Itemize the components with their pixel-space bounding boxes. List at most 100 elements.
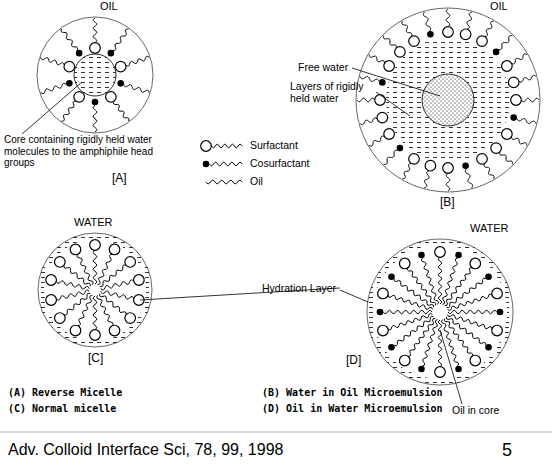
surfactant-head — [109, 244, 120, 255]
cosurfactant-head — [497, 309, 504, 316]
hydrocarbon-tail — [446, 9, 450, 27]
core-note: Core containing rigidly held water molec… — [4, 134, 169, 169]
hydrocarbon-tail — [384, 36, 397, 49]
surfactant-head — [425, 160, 436, 171]
oil-core-label: Oil in core — [452, 404, 499, 416]
legend-text: Cosurfactant — [250, 157, 310, 169]
cosurfactant-head — [462, 162, 469, 169]
surfactant-head — [491, 143, 502, 154]
free-water-label: Free water — [298, 61, 348, 73]
surfactant-head — [460, 29, 471, 40]
surfactant-head — [409, 154, 420, 165]
page-number: 5 — [502, 440, 512, 461]
hydrocarbon-tail — [424, 171, 429, 188]
hydration-inner — [373, 245, 507, 379]
surfactant-head — [435, 247, 446, 258]
surfactant-head — [64, 61, 75, 72]
hydrocarbon-tail — [438, 257, 442, 304]
surfactant-head — [443, 27, 454, 38]
leader-line — [340, 290, 368, 302]
cosurfactant-head — [388, 273, 395, 280]
hydration-inner — [44, 239, 146, 341]
cosurfactant-head — [485, 344, 492, 351]
cosurfactant-head — [92, 99, 99, 106]
free-water-core — [422, 74, 474, 126]
hydrocarbon-tail — [100, 294, 126, 315]
surfactant-head — [115, 61, 126, 72]
surfactant-head — [70, 325, 81, 336]
surfactant-head — [492, 325, 503, 336]
hydrocarbon-tail — [465, 169, 472, 188]
cosurfactant-head — [388, 344, 395, 351]
panel-label: [B] — [440, 196, 455, 210]
surfactant-head — [409, 36, 420, 47]
cosurfactant-head — [117, 80, 124, 87]
oil-symbol — [206, 180, 242, 184]
phase-label: WATER — [470, 222, 509, 235]
hydrocarbon-tail — [101, 291, 134, 299]
surfactant-head — [109, 325, 120, 336]
separator-line — [0, 432, 552, 433]
surfactant-head — [470, 355, 481, 366]
hydrocarbon-tail — [446, 173, 450, 191]
surfactant-head — [395, 47, 406, 58]
surfactant-tail — [212, 144, 243, 148]
surfactant-head — [70, 244, 81, 255]
bound-water-layer — [386, 38, 510, 162]
hydrocarbon-tail — [126, 56, 150, 66]
hydrocarbon-tail — [517, 119, 536, 124]
cosurfactant-symbol — [203, 161, 210, 168]
surfactant-head — [502, 129, 513, 140]
surfactant-head — [134, 275, 145, 286]
key-entry: (D) Oil in Water Microemulsion — [262, 403, 443, 415]
hydrocarbon-tail — [98, 254, 113, 284]
cosurfactant-head — [418, 366, 425, 373]
cosurfactant-head — [427, 31, 434, 38]
surfactant-head — [90, 43, 101, 54]
hydrocarbon-tail — [403, 164, 412, 179]
hydrocarbon-tail — [101, 280, 134, 290]
hydrocarbon-tail — [408, 319, 436, 357]
hydrocarbon-tail — [421, 258, 438, 304]
hydrocarbon-tail — [357, 98, 375, 102]
hydrocarbon-tail — [93, 250, 97, 284]
cosurfactant-head — [510, 114, 517, 121]
hydrocarbon-tail — [114, 101, 129, 121]
hydrocarbon-tail — [383, 310, 432, 314]
hydrocarbon-tail — [521, 98, 539, 102]
surfactant-head — [125, 313, 136, 324]
hydrocarbon-tail — [64, 265, 90, 286]
hydration-label: Hydration Layer — [262, 282, 336, 294]
hydrocarbon-tail — [41, 83, 66, 93]
bound-water-label: Layers of rigidly held water — [290, 80, 378, 104]
droplet-outline — [356, 8, 540, 192]
hydrocarbon-tail — [484, 164, 494, 179]
hydrocarbon-tail — [78, 295, 93, 325]
hydrocarbon-tail — [369, 136, 384, 146]
hydrocarbon-tail — [467, 12, 472, 29]
cosurfactant-head — [66, 80, 73, 87]
surfactant-head — [125, 257, 136, 268]
leader-line — [376, 92, 410, 116]
surfactant-head — [90, 330, 101, 341]
surfactant-head — [106, 92, 117, 103]
hydrocarbon-tail — [498, 36, 512, 50]
micelle-outline — [37, 17, 153, 133]
surfactant-head — [492, 288, 503, 299]
surfactant-head — [443, 163, 454, 174]
hydrocarbon-tail — [369, 55, 384, 64]
hydrocarbon-tail — [448, 310, 497, 314]
surfactant-head — [377, 112, 388, 123]
legend-symbols — [201, 141, 242, 184]
hydrocarbon-tail — [407, 268, 435, 306]
hydrocarbon-tail — [97, 295, 113, 325]
surfactant-head — [384, 61, 395, 72]
hydrocarbon-tail — [56, 290, 89, 300]
surfactant-head — [435, 367, 446, 378]
cosurfactant-head — [493, 49, 500, 56]
hydrocarbon-tail — [113, 29, 129, 51]
cosurfactant-head — [485, 273, 492, 280]
surfactant-head — [46, 275, 57, 286]
